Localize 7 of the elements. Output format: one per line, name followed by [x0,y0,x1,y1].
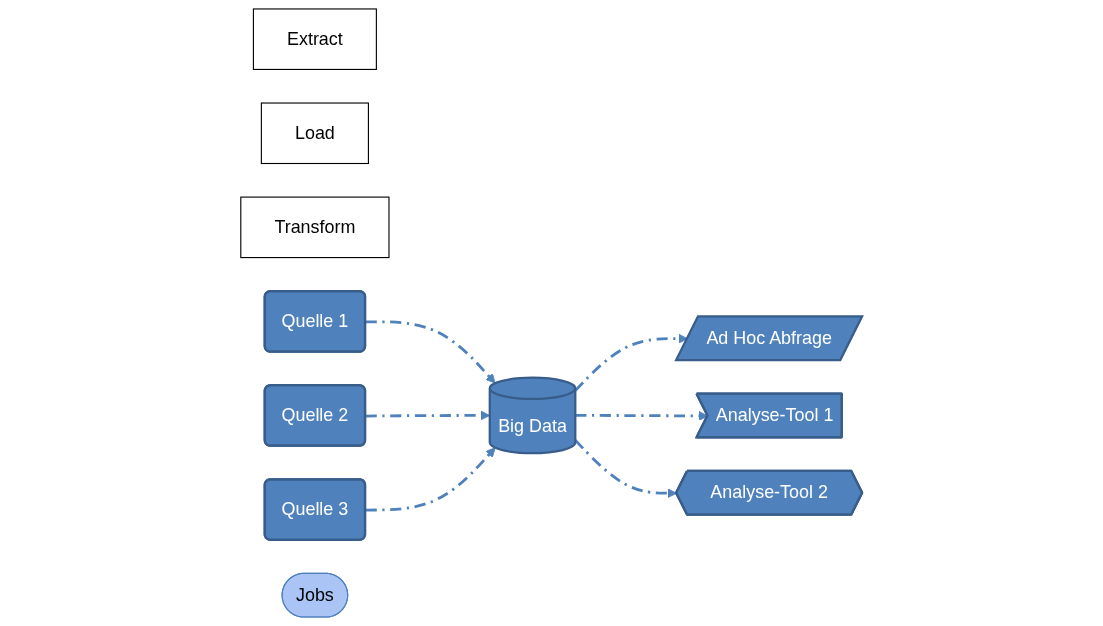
node-box: Extract [252,8,377,70]
arrow [365,410,491,421]
node-box: Load [260,102,369,165]
node-box: Transform [240,196,390,259]
arrow [574,439,678,499]
arrow [365,320,496,384]
arrow [365,447,496,512]
